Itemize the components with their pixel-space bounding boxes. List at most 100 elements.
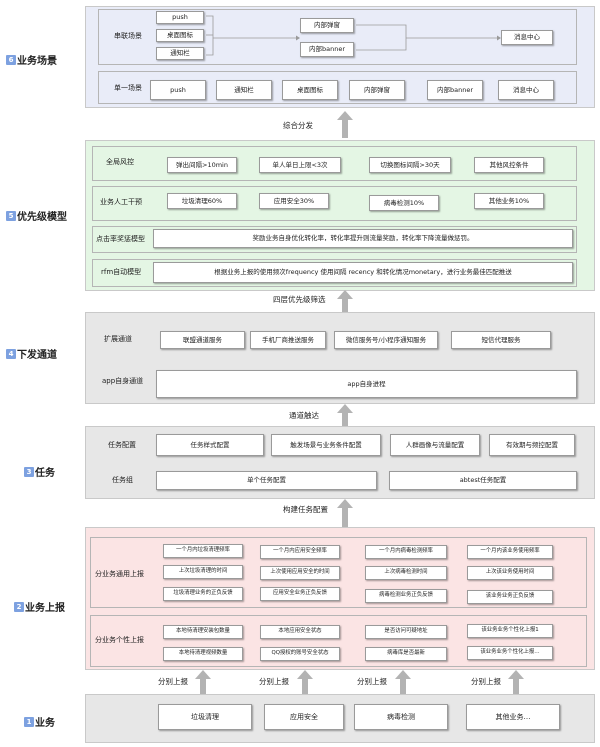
personal-r1-apk-count: 本地待清理安装包数量 xyxy=(163,625,243,639)
app-channel-process: app自身进程 xyxy=(156,370,577,398)
connector-report-arrow-2 xyxy=(297,670,313,694)
task-config-label: 任务配置 xyxy=(108,441,136,449)
connector-filter-label: 四层优先级筛选 xyxy=(273,295,326,304)
manual-item-junk-clean: 垃圾清理60% xyxy=(167,193,237,209)
scenario-title: 业务场景 xyxy=(17,56,57,67)
manual-item-app-security: 应用安全30% xyxy=(259,193,329,209)
general-report-section xyxy=(90,537,587,608)
global-control-section xyxy=(92,146,577,181)
report-badge: 2 xyxy=(14,601,24,612)
linked-scenario-label: 串联场景 xyxy=(114,32,142,40)
connector-distribution-arrow xyxy=(337,111,353,138)
personal-r1-app-security: 本地应用安全状态 xyxy=(260,625,340,639)
extend-item-sms: 短信代理服务 xyxy=(451,331,551,349)
single-item-notification: 通知栏 xyxy=(216,80,272,100)
business-item-other: 其他业务… xyxy=(466,704,560,730)
scenario-side-label: 6 业务场景 xyxy=(6,52,57,67)
business-item-virus-scan: 病毒检测 xyxy=(354,704,448,730)
task-config-audience: 人群画像与流量配置 xyxy=(390,434,480,456)
manual-intervention-label: 业务人工干预 xyxy=(100,198,142,206)
business-item-app-security: 应用安全 xyxy=(264,704,344,730)
channel-badge: 4 xyxy=(6,348,16,359)
linked-source-push: push xyxy=(156,11,204,24)
manual-intervention-section xyxy=(92,186,577,221)
task-config-style: 任务样式配置 xyxy=(156,434,264,456)
personal-report-label: 分业务个性上报 xyxy=(95,636,144,644)
general-r3-security-feedback: 应用安全业务正负反馈 xyxy=(260,587,340,601)
general-r1-business-freq: 一个月内该业务使用频率 xyxy=(467,545,553,559)
linked-target-message-center: 消息中心 xyxy=(501,30,553,45)
task-group-abtest: abtest任务配置 xyxy=(389,471,577,490)
connector-report-label-1: 分别上报 xyxy=(158,677,188,686)
single-scenario-label: 单一场景 xyxy=(114,84,142,92)
report-title: 业务上报 xyxy=(25,603,65,614)
business-side-label: 1 业务 xyxy=(24,714,55,729)
personal-report-section xyxy=(90,615,587,667)
reward-model-text: 奖励业务自身优化转化率，转化率提升则流量奖励，转化率下降流量做惩罚。 xyxy=(153,229,573,248)
general-r2-business-time: 上次该业务使用时间 xyxy=(467,566,553,580)
connector-report-label-2: 分别上报 xyxy=(259,677,289,686)
manual-item-virus-scan: 病毒检测10% xyxy=(369,195,439,211)
single-item-popup: 内部弹窗 xyxy=(349,80,405,100)
rfm-model-section xyxy=(92,259,577,287)
priority-badge: 5 xyxy=(6,210,16,221)
global-item-icon-interval: 切换图标间隔>30天 xyxy=(369,157,451,173)
extend-item-vendor-push: 手机厂商推送服务 xyxy=(250,331,326,349)
linked-scenario-section xyxy=(98,9,577,65)
rfm-model-label: rfm自动模型 xyxy=(101,268,142,276)
single-item-banner: 内部banner xyxy=(427,80,483,100)
linked-middle-popup: 内部弹窗 xyxy=(300,18,354,33)
connector-reach-arrow xyxy=(337,404,353,426)
general-r1-junk-freq: 一个月内垃圾清理频率 xyxy=(163,544,243,558)
business-item-junk-clean: 垃圾清理 xyxy=(158,704,252,730)
connector-report-arrow-3 xyxy=(395,670,411,694)
connector-build-label: 构建任务配置 xyxy=(283,505,328,514)
general-r2-virus-time: 上次病毒检测时间 xyxy=(365,566,447,580)
general-r2-security-time: 上次使用应用安全的时间 xyxy=(260,566,340,580)
general-r3-virus-feedback: 病毒检测业务正负反馈 xyxy=(365,589,447,603)
channel-side-label: 4 下发通道 xyxy=(6,346,57,361)
business-title: 业务 xyxy=(35,718,55,729)
task-title: 任务 xyxy=(35,468,55,479)
linked-middle-banner: 内部banner xyxy=(300,42,354,57)
single-item-message-center: 消息中心 xyxy=(498,80,554,100)
app-channel-label: app自身通道 xyxy=(102,377,144,385)
personal-r1-suspicious-url: 是否访问可疑地址 xyxy=(365,625,447,639)
task-group-label: 任务组 xyxy=(112,476,133,484)
general-r3-business-feedback: 该业务业务正负反馈 xyxy=(467,590,553,604)
business-badge: 1 xyxy=(24,716,34,727)
task-config-validity: 有效期与频控配置 xyxy=(489,434,575,456)
task-config-trigger: 触发场景与业务条件配置 xyxy=(271,434,381,456)
priority-title: 优先级模型 xyxy=(17,212,67,223)
linked-source-desktop-icon: 桌面图标 xyxy=(156,29,204,42)
scenario-badge: 6 xyxy=(6,54,16,65)
general-report-label: 分业务通用上报 xyxy=(95,570,144,578)
general-r1-virus-freq: 一个月内病毒检测频率 xyxy=(365,545,447,559)
task-badge: 3 xyxy=(24,466,34,477)
single-scenario-section xyxy=(98,71,577,104)
global-control-label: 全局风控 xyxy=(106,158,134,166)
task-group-single: 单个任务配置 xyxy=(156,471,377,490)
connector-reach-label: 通道触达 xyxy=(289,411,319,420)
report-side-label: 2 业务上报 xyxy=(14,599,65,614)
connector-filter-arrow xyxy=(337,290,353,312)
personal-r1-business-custom: 该业务业务个性化上报1 xyxy=(467,624,553,638)
extend-item-alliance: 联盟通道服务 xyxy=(160,331,245,349)
linked-source-notification: 通知栏 xyxy=(156,47,204,60)
global-item-daily-limit: 单人单日上限<3次 xyxy=(259,157,341,173)
connector-distribution-label: 综合分发 xyxy=(283,121,313,130)
general-r2-junk-time: 上次垃圾清理的时间 xyxy=(163,565,243,579)
connector-report-arrow-4 xyxy=(508,670,524,694)
global-item-other-control: 其他风控条件 xyxy=(474,157,544,173)
reward-model-section xyxy=(92,226,577,253)
global-item-popup-interval: 弹出间隔>10min xyxy=(167,157,237,173)
channel-title: 下发通道 xyxy=(17,350,57,361)
connector-report-label-3: 分别上报 xyxy=(357,677,387,686)
task-side-label: 3 任务 xyxy=(24,464,55,479)
personal-r2-video-count: 本地待清理视频数量 xyxy=(163,647,243,661)
connector-report-arrow-1 xyxy=(195,670,211,694)
reward-model-label: 点击率奖惩模型 xyxy=(96,235,145,243)
single-item-push: push xyxy=(150,80,206,100)
priority-side-label: 5 优先级模型 xyxy=(6,208,67,223)
extend-channel-label: 扩展通道 xyxy=(104,335,132,343)
